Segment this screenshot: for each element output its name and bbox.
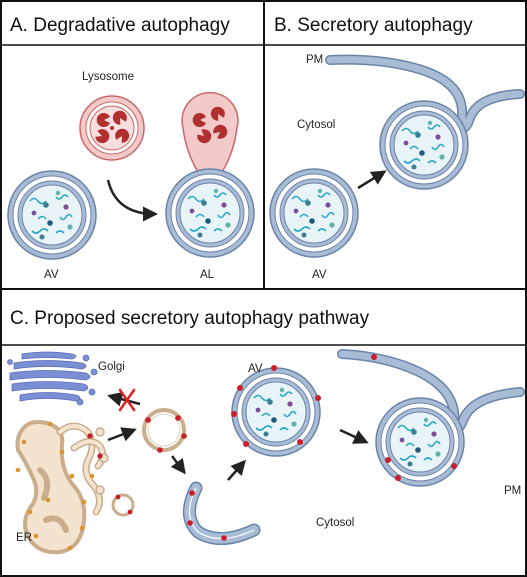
autophagic-vacuole-fused-c bbox=[376, 398, 464, 486]
golgi-label: Golgi bbox=[98, 361, 125, 373]
er-to-vesicle-arrow bbox=[107, 427, 137, 442]
transport-vesicle bbox=[142, 408, 187, 453]
lysosome bbox=[79, 95, 145, 161]
av-label-c: AV bbox=[248, 363, 263, 375]
autophagic-vacuole-a bbox=[8, 171, 96, 259]
golgi bbox=[7, 351, 98, 406]
cytosol-label-b: Cytosol bbox=[297, 119, 335, 131]
panel-b: PM Cytosol AV bbox=[270, 54, 525, 281]
er-label: ER bbox=[16, 532, 32, 544]
lysosome-label: Lysosome bbox=[82, 71, 134, 83]
panel-a: Lysosome AV AL bbox=[8, 71, 254, 281]
phagophore bbox=[183, 481, 261, 545]
phagophore-to-av-arrow bbox=[227, 459, 246, 481]
autophagic-vacuole-b bbox=[270, 169, 358, 257]
autophagic-vacuole-fused bbox=[380, 101, 468, 189]
endoplasmic-reticulum bbox=[15, 420, 109, 555]
av-to-pm-arrow bbox=[339, 428, 369, 444]
blocked-golgi-arrow bbox=[107, 391, 141, 407]
cytosol-label-c: Cytosol bbox=[316, 517, 354, 529]
av-label-b: AV bbox=[312, 269, 327, 281]
av-label-a: AV bbox=[44, 269, 59, 281]
block-x-icon bbox=[118, 388, 136, 412]
panel-c: Golgi ER bbox=[7, 349, 525, 555]
pm-label-c: PM bbox=[504, 485, 521, 497]
autophagic-vacuole-c bbox=[231, 365, 321, 456]
secretion-arrow bbox=[357, 170, 387, 190]
autolysosome bbox=[166, 91, 254, 257]
vesicle-to-phagophore-arrow bbox=[170, 455, 186, 475]
fusion-arrow bbox=[106, 179, 158, 222]
panel-c-title: C. Proposed secretory autophagy pathway bbox=[10, 308, 370, 329]
er-vesicle-small bbox=[111, 493, 135, 517]
panel-a-title: A. Degradative autophagy bbox=[10, 15, 230, 36]
panel-b-title: B. Secretory autophagy bbox=[274, 15, 473, 36]
al-label: AL bbox=[200, 269, 215, 281]
pm-label-b: PM bbox=[306, 54, 323, 66]
